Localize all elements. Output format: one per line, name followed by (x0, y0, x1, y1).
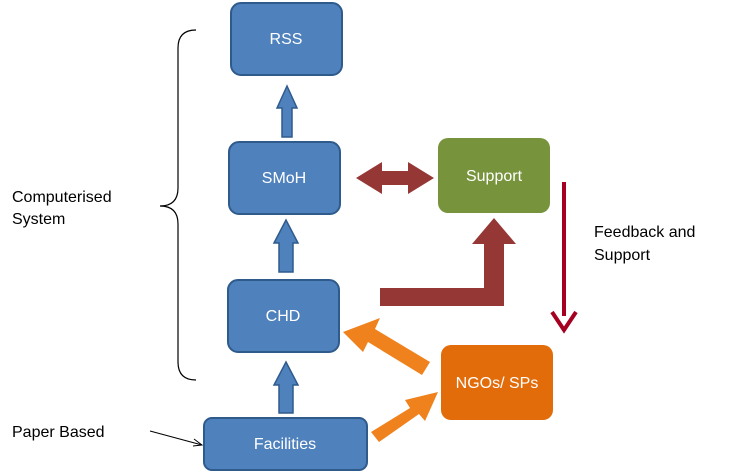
arrow-ngos-to-chd (343, 318, 430, 375)
node-ngos-label: NGOs/ SPs (456, 375, 539, 392)
feedback-label-line1: Feedback and (594, 224, 695, 241)
arrow-smoh-to-rss (275, 84, 299, 138)
computerised-label-line1: Computerised (12, 189, 112, 206)
node-ngos: NGOs/ SPs (441, 345, 553, 420)
arrow-facilities-to-ngos (371, 392, 438, 442)
node-chd-label: CHD (266, 308, 301, 325)
node-chd: CHD (227, 279, 340, 353)
computerised-brace (159, 29, 197, 381)
node-rss: RSS (230, 2, 343, 76)
node-rss-label: RSS (270, 31, 303, 48)
arrow-chd-to-support (380, 218, 516, 306)
paper-based-pointer-arrow (149, 430, 204, 447)
paper-based-label: Paper Based (12, 424, 105, 441)
feedback-label-line2: Support (594, 247, 651, 264)
node-smoh-label: SMoH (262, 170, 306, 187)
arrow-feedback-support-to-ngos (550, 182, 578, 334)
node-facilities-label: Facilities (254, 436, 316, 453)
computerised-label-line2: System (12, 211, 65, 228)
arrow-smoh-support-double (356, 162, 434, 194)
node-support-label: Support (466, 168, 523, 185)
arrow-chd-to-smoh (272, 218, 300, 273)
node-support: Support (438, 138, 550, 213)
node-smoh: SMoH (228, 141, 341, 215)
arrow-facilities-to-chd (272, 360, 300, 414)
node-facilities: Facilities (203, 417, 368, 471)
